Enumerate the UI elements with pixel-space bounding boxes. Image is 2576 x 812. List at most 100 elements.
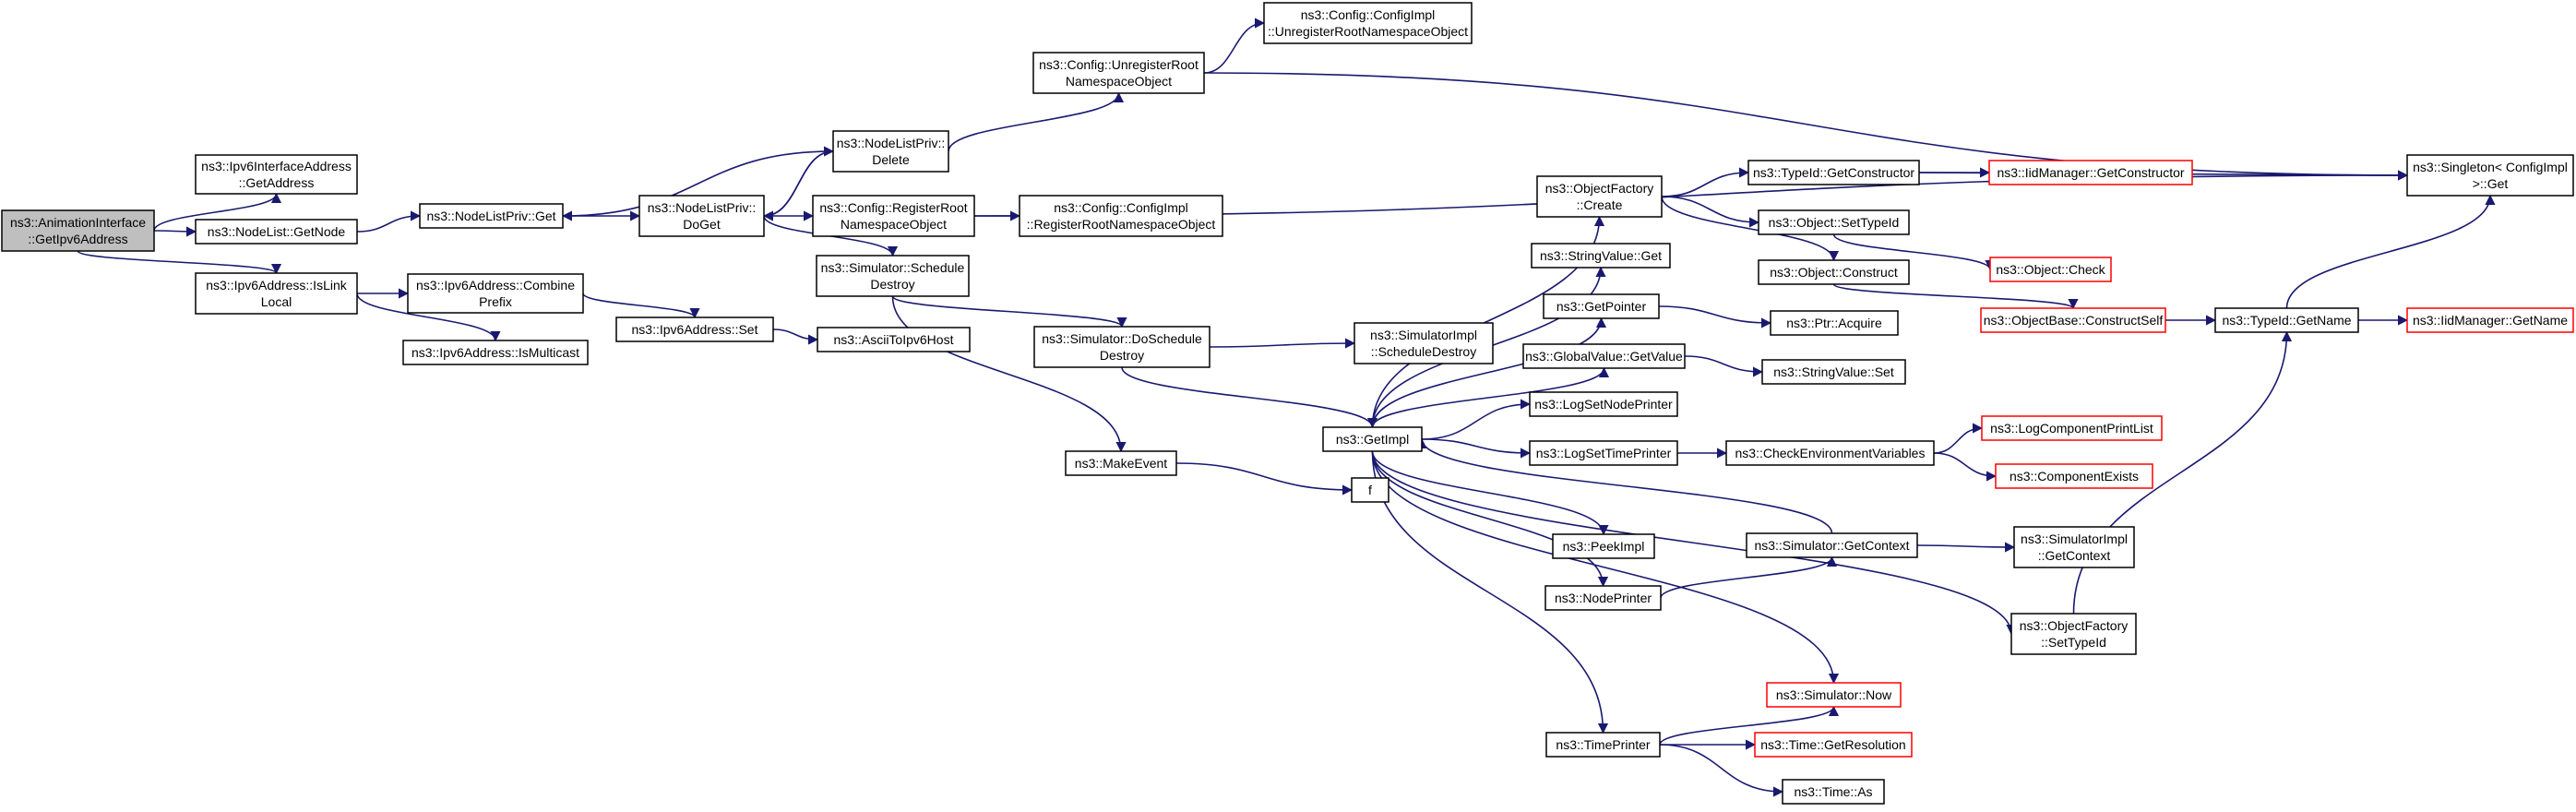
node-f[interactable]: f xyxy=(1351,477,1389,503)
node-simulator-now[interactable]: ns3::Simulator::Now xyxy=(1766,682,1902,708)
edge-root-to-getnode xyxy=(153,226,197,237)
node-nodelistpriv-doget[interactable]: ns3::NodeListPriv::DoGet xyxy=(638,195,765,237)
node-box xyxy=(1322,426,1423,452)
edge-ofcreate-to-objsettid xyxy=(1661,196,1760,228)
node-label-line: ::GetIpv6Address xyxy=(28,232,127,246)
node-label-line: ns3::IidManager::GetConstructor xyxy=(1997,165,2184,180)
node-logcomponentprintlist[interactable]: ns3::LogComponentPrintList xyxy=(1981,415,2163,441)
node-box xyxy=(1033,326,1210,368)
node-label-line: ns3::PeekImpl xyxy=(1563,539,1645,554)
node-label-line: ::UnregisterRootNamespaceObject xyxy=(1268,24,1468,39)
node-box xyxy=(1065,450,1177,476)
node-time-as[interactable]: ns3::Time::As xyxy=(1782,779,1885,805)
edge-ofcreate-to-objconstruct xyxy=(1661,196,1840,262)
node-nodelistpriv-delete[interactable]: ns3::NodeListPriv::Delete xyxy=(832,130,949,173)
node-box xyxy=(1529,391,1678,417)
node-nodelistpriv-get[interactable]: ns3::NodeListPriv::Get xyxy=(419,203,564,229)
node-config-configimpl-registerrootnamespaceobject[interactable]: ns3::Config::ConfigImpl::RegisterRootNam… xyxy=(1019,195,1223,237)
edge-doget-to-delete xyxy=(763,146,835,217)
node-box xyxy=(2214,307,2359,333)
node-box xyxy=(1980,307,2166,333)
node-simulatorimpl-getcontext[interactable]: ns3::SimulatorImpl::GetContext xyxy=(2013,526,2135,568)
edge-unreg-to-implunreg xyxy=(1203,18,1266,74)
node-box xyxy=(1770,310,1899,336)
node-config-unregisterrootnamespaceobject[interactable]: ns3::Config::UnregisterRootNamespaceObje… xyxy=(1032,52,1205,94)
node-simulatorimpl-scheduledestroy[interactable]: ns3::SimulatorImpl::ScheduleDestroy xyxy=(1354,322,1494,364)
node-ipv6interfaceaddress-getaddress[interactable]: ns3::Ipv6InterfaceAddress::GetAddress xyxy=(195,154,358,195)
node-ptr-acquire[interactable]: ns3::Ptr::Acquire xyxy=(1770,310,1899,336)
node-makeevent[interactable]: ns3::MakeEvent xyxy=(1065,450,1177,476)
node-iidmanager-getname[interactable]: ns3::IidManager::GetName xyxy=(2406,307,2574,333)
node-box xyxy=(2406,307,2574,333)
node-simulator-getcontext[interactable]: ns3::Simulator::GetContext xyxy=(1746,532,1918,558)
node-label-line: ::SetTypeId xyxy=(2041,635,2106,650)
node-config-configimpl-unregisterrootnamespaceobject[interactable]: ns3::Config::ConfigImpl::UnregisterRootN… xyxy=(1263,2,1473,44)
node-checkenvironmentvariables[interactable]: ns3::CheckEnvironmentVariables xyxy=(1725,440,1935,466)
node-timeprinter[interactable]: ns3::TimePrinter xyxy=(1545,732,1661,758)
node-iidmanager-getconstructor[interactable]: ns3::IidManager::GetConstructor xyxy=(1988,160,2193,185)
node-nodelist-getnode[interactable]: ns3::NodeList::GetNode xyxy=(195,219,358,245)
node-componentexists[interactable]: ns3::ComponentExists xyxy=(1995,463,2153,489)
edge-getimpl-to-ofsettid xyxy=(1371,450,2017,636)
node-nodeprinter[interactable]: ns3::NodePrinter xyxy=(1544,585,1662,611)
node-box xyxy=(1351,477,1389,503)
node-box xyxy=(195,154,358,195)
node-objectbase-constructself[interactable]: ns3::ObjectBase::ConstructSelf xyxy=(1980,307,2166,333)
node-label-line: ns3::LogSetTimePrinter xyxy=(1536,446,1672,460)
node-label-line: ns3::GetImpl xyxy=(1336,432,1409,447)
node-asciitoipv6host[interactable]: ns3::AsciiToIpv6Host xyxy=(817,327,971,352)
node-globalvalue-getvalue[interactable]: ns3::GlobalValue::GetValue xyxy=(1522,343,1686,369)
node-config-registerrootnamespaceobject[interactable]: ns3::Config::RegisterRootNamespaceObject xyxy=(812,195,975,237)
node-label-line: ns3::Ipv6Address::Set xyxy=(632,322,758,337)
node-box xyxy=(2010,613,2137,655)
node-box xyxy=(2406,154,2574,197)
node-label-line: ns3::Object::SetTypeId xyxy=(1769,215,1900,230)
edge-getnode-to-nlpget xyxy=(356,210,422,233)
node-box xyxy=(2013,526,2135,568)
node-label-line: f xyxy=(1368,483,1372,497)
node-label-line: ns3::Time::GetResolution xyxy=(1760,737,1905,752)
node-label-line: NamespaceObject xyxy=(1066,74,1172,89)
node-label-line: ns3::TypeId::GetConstructor xyxy=(1753,165,1914,180)
edge-delete-to-nlpget xyxy=(561,150,834,221)
node-objectfactory-settypeid[interactable]: ns3::ObjectFactory::SetTypeId xyxy=(2010,613,2137,655)
node-logsetnodeprinter[interactable]: ns3::LogSetNodePrinter xyxy=(1529,391,1678,417)
node-simulator-scheduledestroy[interactable]: ns3::Simulator::ScheduleDestroy xyxy=(816,255,970,297)
node-label-line: ns3::LogSetNodePrinter xyxy=(1534,397,1673,412)
node-ipv6address-set[interactable]: ns3::Ipv6Address::Set xyxy=(615,316,774,342)
edge-timeprinter-to-timeas xyxy=(1659,744,1784,797)
node-label-line: ns3::NodeList::GetNode xyxy=(208,224,346,239)
node-logsettimeprinter[interactable]: ns3::LogSetTimePrinter xyxy=(1529,440,1678,466)
node-box xyxy=(1747,160,1920,185)
node-animationinterface-getipv6address[interactable]: ns3::AnimationInterface::GetIpv6Address xyxy=(1,209,155,252)
node-label-line: ns3::AnimationInterface xyxy=(10,215,146,230)
node-stringvalue-get[interactable]: ns3::StringValue::Get xyxy=(1531,243,1671,269)
node-time-getresolution[interactable]: ns3::Time::GetResolution xyxy=(1754,732,1913,758)
node-label-line: DoGet xyxy=(683,217,721,232)
edge-tidgetname-to-singleton xyxy=(2285,194,2496,309)
node-getimpl[interactable]: ns3::GetImpl xyxy=(1322,426,1423,452)
edge-makeevent-to-f xyxy=(1175,462,1354,496)
node-typeid-getname[interactable]: ns3::TypeId::GetName xyxy=(2214,307,2359,333)
node-box xyxy=(402,340,589,365)
node-singleton-configimpl-get[interactable]: ns3::Singleton< ConfigImpl >::Get xyxy=(2406,154,2574,197)
node-objectfactory-create[interactable]: ns3::ObjectFactory::Create xyxy=(1536,175,1663,218)
node-label-line: ns3::Simulator::Schedule xyxy=(821,260,965,275)
node-getpointer[interactable]: ns3::GetPointer xyxy=(1543,293,1660,319)
node-label-line: ns3::Simulator::GetContext xyxy=(1754,538,1909,553)
node-box xyxy=(816,255,970,297)
node-stringvalue-set[interactable]: ns3::StringValue::Set xyxy=(1761,359,1906,385)
edge-getimpl-to-simnow xyxy=(1371,450,1840,685)
node-typeid-getconstructor[interactable]: ns3::TypeId::GetConstructor xyxy=(1747,160,1920,185)
node-peekimpl[interactable]: ns3::PeekImpl xyxy=(1552,533,1655,559)
node-ipv6address-ismulticast[interactable]: ns3::Ipv6Address::IsMulticast xyxy=(402,340,589,365)
node-object-settypeid[interactable]: ns3::Object::SetTypeId xyxy=(1758,209,1910,235)
node-object-construct[interactable]: ns3::Object::Construct xyxy=(1758,259,1910,285)
node-object-check[interactable]: ns3::Object::Check xyxy=(1989,257,2112,282)
edge-nodeprinter-to-simgetctx xyxy=(1660,555,1838,599)
